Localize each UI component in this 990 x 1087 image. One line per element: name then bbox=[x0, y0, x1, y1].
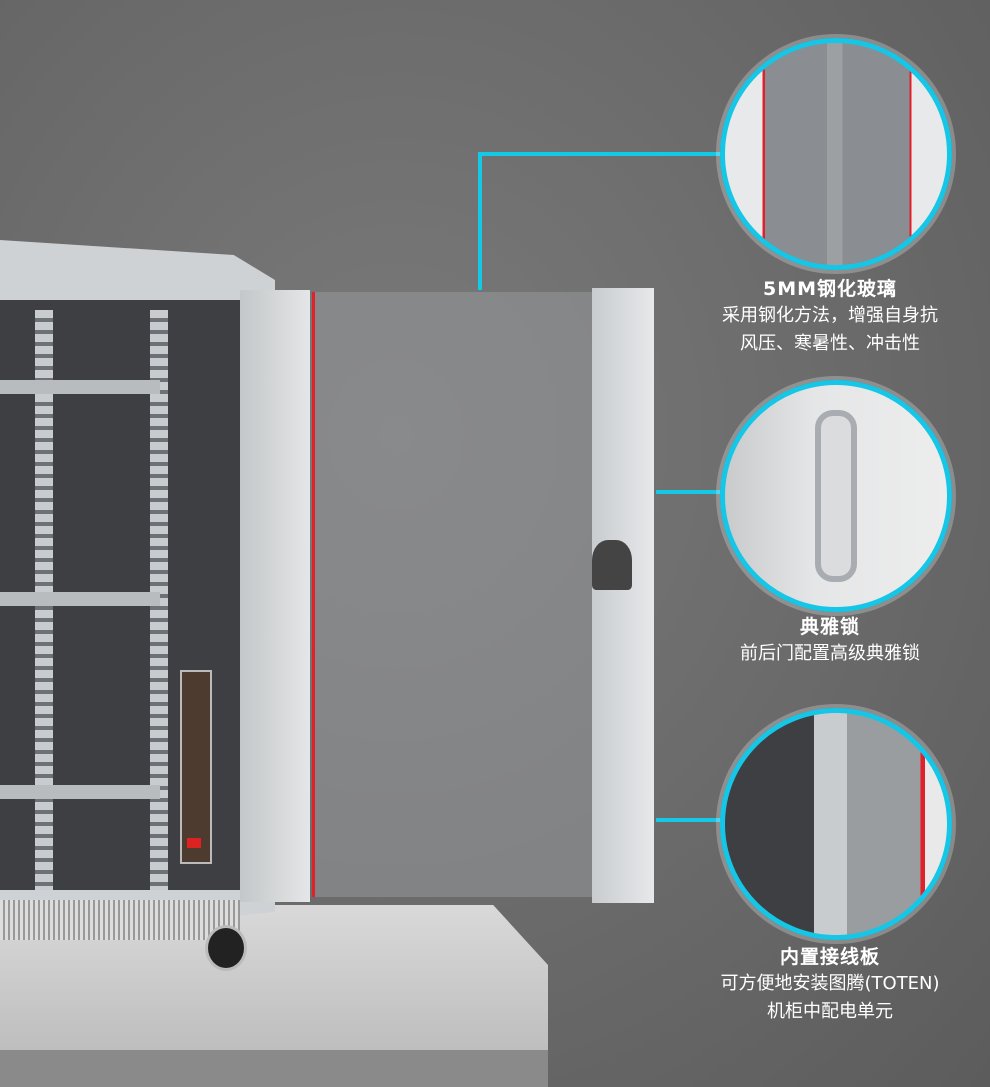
connector-line bbox=[656, 490, 722, 494]
feature-title: 5MM钢化玻璃 bbox=[762, 278, 898, 300]
feature-power-strip: 内置接线板 可方便地安装图腾(TOTEN) 机柜中配电单元 bbox=[690, 944, 970, 1026]
tempered-glass-door bbox=[312, 292, 598, 897]
feature-title: 典雅锁 bbox=[799, 616, 860, 638]
vent-panel bbox=[0, 900, 240, 940]
door-frame bbox=[592, 288, 654, 903]
caster-wheel bbox=[205, 925, 247, 971]
floor-edge bbox=[0, 1050, 548, 1087]
feature-desc: 前后门配置高级典雅锁 bbox=[740, 643, 920, 664]
power-strip-detail-callout bbox=[720, 708, 952, 940]
connector-line bbox=[656, 818, 722, 822]
lock-detail-callout bbox=[720, 380, 952, 612]
power-strip bbox=[180, 670, 212, 864]
glass-detail-callout bbox=[720, 38, 952, 270]
door-handle bbox=[592, 540, 632, 590]
feature-desc: 机柜中配电单元 bbox=[767, 1001, 893, 1022]
feature-lock: 典雅锁 前后门配置高级典雅锁 bbox=[690, 614, 970, 668]
feature-glass: 5MM钢化玻璃 采用钢化方法，增强自身抗 风压、寒暑性、冲击性 bbox=[690, 276, 970, 358]
door-hinge-frame bbox=[240, 290, 310, 902]
feature-desc: 采用钢化方法，增强自身抗 bbox=[722, 305, 938, 326]
feature-desc: 可方便地安装图腾(TOTEN) bbox=[720, 973, 940, 994]
cabinet-shelf bbox=[0, 785, 160, 799]
connector-line bbox=[478, 152, 482, 290]
feature-title: 内置接线板 bbox=[779, 946, 880, 968]
feature-desc: 风压、寒暑性、冲击性 bbox=[740, 333, 920, 354]
power-switch bbox=[187, 838, 201, 848]
connector-line bbox=[478, 152, 722, 156]
lock-icon bbox=[815, 410, 857, 582]
cabinet-shelf bbox=[0, 592, 160, 606]
cabinet-shelf bbox=[0, 380, 160, 394]
